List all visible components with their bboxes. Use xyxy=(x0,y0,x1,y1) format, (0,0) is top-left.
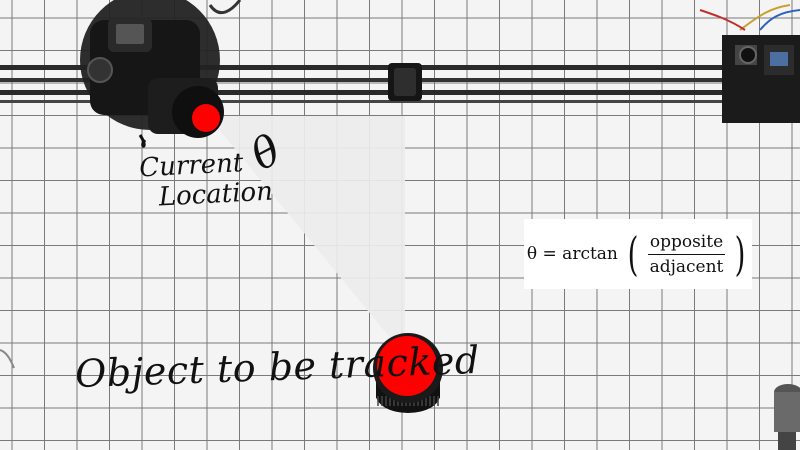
partial-object-right xyxy=(774,384,800,450)
tracked-object xyxy=(373,333,443,413)
left-paren: ( xyxy=(627,227,639,281)
formula-lhs: θ = arctan xyxy=(526,244,618,264)
current-location-marker xyxy=(192,104,220,132)
angle-triangle xyxy=(208,116,405,356)
numerator: opposite xyxy=(647,232,726,255)
stick-left xyxy=(0,349,15,369)
controller-board xyxy=(699,4,800,123)
formula: θ = arctan ( opposite adjacent ) xyxy=(527,231,749,277)
fraction: opposite adjacent xyxy=(647,232,726,277)
right-paren: ) xyxy=(734,227,746,281)
rail-carriage xyxy=(388,63,422,101)
cable xyxy=(208,0,242,15)
formula-box: θ = arctan ( opposite adjacent ) xyxy=(524,219,752,289)
camera xyxy=(80,0,224,148)
denominator: adjacent xyxy=(649,256,724,277)
